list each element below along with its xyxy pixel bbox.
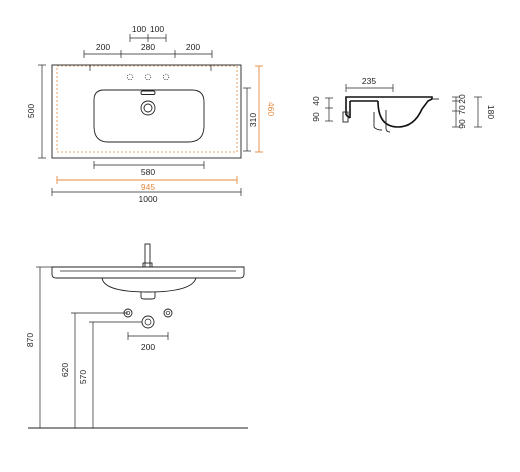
drain-icon	[140, 100, 156, 116]
dim-middle-gap: 280	[141, 42, 155, 52]
dim-depth-total: 500	[26, 104, 36, 118]
dim-hole-spacing-right: 100	[150, 24, 164, 34]
dim-top-height: 870	[25, 333, 35, 347]
dim-side-width: 235	[362, 76, 376, 86]
dim-bowl-width: 580	[141, 167, 155, 177]
dim-low-height: 570	[78, 370, 88, 384]
valve-right-icon	[163, 308, 173, 318]
tap-hole-right-icon	[162, 73, 170, 81]
top-view-bowl	[93, 89, 205, 143]
dim-inner-width: 945	[141, 182, 155, 192]
dim-left-gap: 200	[96, 42, 110, 52]
dim-side-right-20: 20	[457, 94, 467, 104]
side-bowl-curve	[377, 98, 433, 128]
dim-basin-depth: 310	[248, 113, 258, 127]
dim-side-left-40: 40	[311, 96, 321, 106]
front-bowl-underside	[101, 277, 197, 293]
dim-side-right-180: 180	[486, 105, 496, 119]
dim-depth-inner: 460	[266, 102, 276, 116]
dim-tap-spacing: 200	[141, 342, 155, 352]
tap-hole-center-icon	[144, 73, 152, 81]
waste-outlet-icon	[141, 315, 155, 329]
dim-side-right-90: 90	[457, 119, 467, 129]
front-view: 200 870 620 570	[25, 243, 248, 429]
top-view-outline	[51, 64, 242, 159]
side-view: 235 90 40 90 70 20 180	[311, 76, 496, 133]
dim-total-width: 1000	[139, 194, 158, 204]
drain-inner-icon	[143, 103, 153, 113]
dim-hole-spacing-left: 100	[132, 24, 146, 34]
dim-side-left-90: 90	[311, 112, 321, 122]
tap-hole-left-icon	[126, 73, 134, 81]
dim-mid-height: 620	[60, 363, 70, 377]
dim-right-gap: 200	[186, 42, 200, 52]
overflow-slot	[140, 90, 156, 95]
side-section-profile	[345, 96, 433, 115]
front-trap	[140, 292, 156, 300]
front-tap	[144, 243, 151, 268]
top-view-inner-outline	[56, 65, 238, 153]
dim-side-right-70: 70	[457, 105, 467, 115]
front-basin-slab	[51, 266, 245, 279]
top-view: 100 100 200 280 200 500 460 310 580	[26, 24, 276, 204]
